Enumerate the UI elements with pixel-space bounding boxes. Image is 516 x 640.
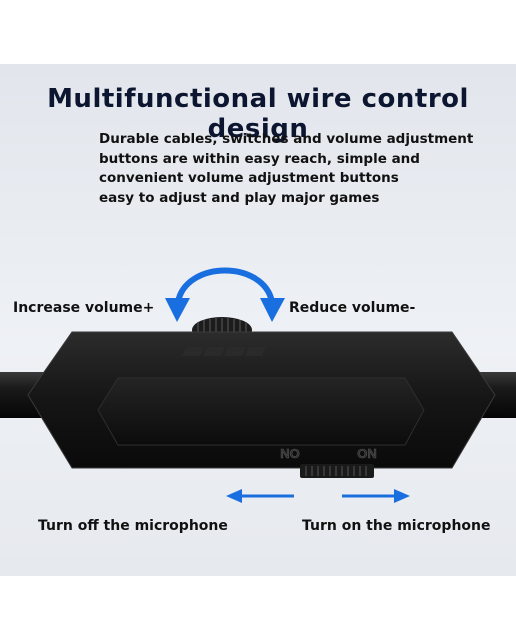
description-line: buttons are within easy reach, simple an… (99, 150, 420, 167)
mic-on-label: Turn on the microphone (302, 518, 491, 534)
mic-switch-on-mark: ON (357, 446, 377, 461)
mic-off-arrow-head (226, 489, 242, 503)
description-line: convenient volume adjustment buttons (99, 170, 399, 186)
reduce-arrow-head (260, 298, 285, 322)
mic-switch-slider (300, 464, 374, 478)
mic-switch-off-mark: NO (280, 446, 300, 461)
control-housing-inner (97, 377, 425, 446)
description: Durable cables, switches and volume adju… (99, 130, 499, 208)
description-line: Durable cables, switches and volume adju… (99, 131, 474, 147)
background-panel (0, 64, 516, 576)
page-title: Multifunctional wire control design (47, 84, 469, 144)
increase-arrow-head (165, 298, 190, 322)
mic-switch-ridges (305, 466, 367, 476)
grip-marks (182, 347, 266, 356)
mic-on-arrow-head (394, 489, 410, 503)
mic-off-label: Turn off the microphone (38, 518, 228, 534)
volume-arc-arrow (175, 267, 275, 305)
reduce-volume-label: Reduce volume- (289, 300, 416, 316)
description-line: easy to adjust and play major games (99, 189, 380, 206)
increase-volume-label: Increase volume+ (13, 300, 155, 316)
